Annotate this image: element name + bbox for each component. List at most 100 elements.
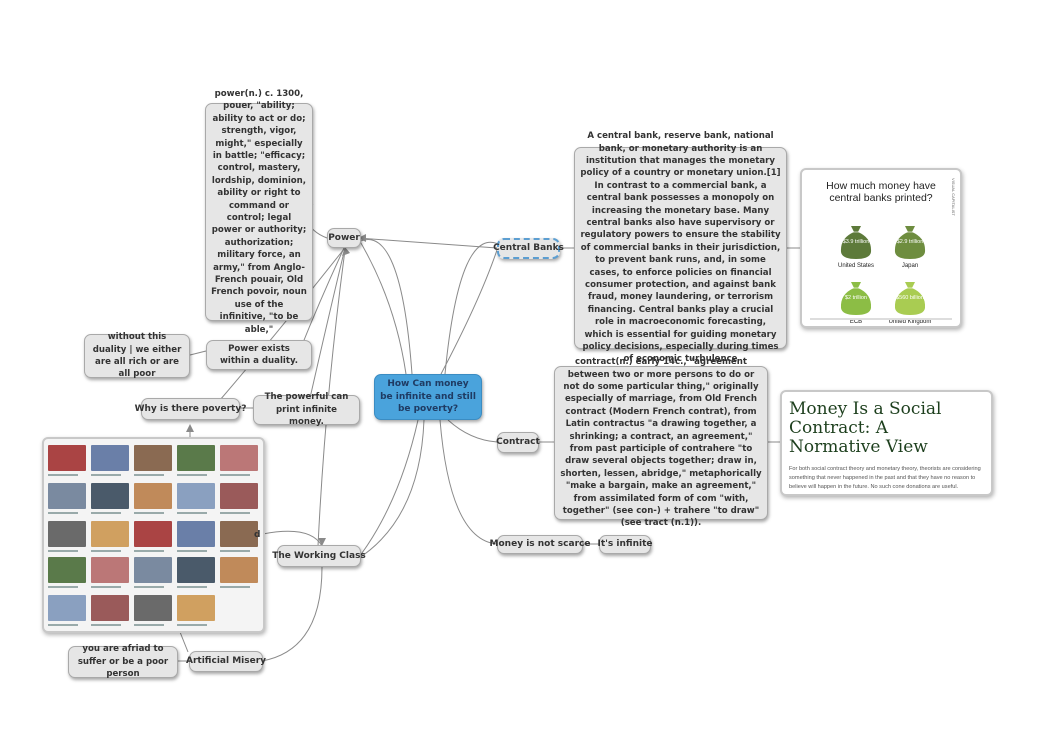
- collage-thumbnail-caption: [48, 624, 78, 626]
- link-central-power-loop: [351, 239, 413, 375]
- link-power-exists: [299, 247, 345, 351]
- bank-image-side-label: VISUAL CAPITALIST: [951, 178, 956, 216]
- link-centralbanks-power: [357, 237, 498, 249]
- collage-thumbnail-caption: [91, 512, 121, 514]
- collage-thumbnail-caption: [134, 550, 164, 552]
- node-duality-note[interactable]: without this duality | we either are all…: [84, 332, 190, 379]
- collage-thumbnail-caption: [220, 512, 250, 514]
- collage-thumbnail: [91, 557, 129, 583]
- money-bag-label: United Kingdom: [888, 319, 932, 325]
- collage-thumbnail-caption: [134, 586, 164, 588]
- link-central-centralbanks: [440, 249, 498, 375]
- node-power-exists[interactable]: Power exists within a duality.: [206, 340, 312, 370]
- collage-thumbnail-caption: [177, 474, 207, 476]
- collage-thumbnail-caption: [134, 512, 164, 514]
- collage-thumbnail: [48, 521, 86, 547]
- collage-thumbnail-caption: [91, 474, 121, 476]
- article-body: For both social contract theory and mone…: [789, 466, 981, 490]
- image-central-banks-printed[interactable]: How much money have central banks printe…: [800, 168, 962, 328]
- collage-thumbnail: [220, 521, 258, 547]
- link-why-to-power: [219, 248, 345, 401]
- collage-thumbnail-caption: [220, 550, 250, 552]
- collage-thumbnail: [48, 595, 86, 621]
- collage-thumbnail-caption: [48, 586, 78, 588]
- money-bag-icon: $2.9 trillion: [892, 222, 928, 260]
- collage-thumbnail-caption: [48, 474, 78, 476]
- link-central-working-loop: [355, 419, 425, 561]
- money-bag-label: Japan: [901, 263, 919, 269]
- collage-thumbnail: [177, 521, 215, 547]
- node-its-infinite[interactable]: It's infinite: [598, 535, 652, 554]
- link-central-centralbanks-loop: [444, 241, 503, 375]
- link-duality-note: [189, 350, 207, 356]
- node-money-not-scarce[interactable]: Money is not scarce: [490, 535, 590, 554]
- collage-thumbnail: [134, 445, 172, 471]
- money-bag-label: ECB: [849, 319, 863, 325]
- link-powerful-print: [309, 247, 346, 399]
- article-title: Money Is a Social Contract: A Normative …: [789, 399, 942, 457]
- money-bag-value: $2 trillion: [844, 295, 867, 301]
- bank-image-title: How much money have central banks printe…: [826, 180, 936, 204]
- node-central-banks-definition[interactable]: A central bank, reserve bank, national b…: [574, 131, 787, 364]
- collage-thumbnail-caption: [91, 624, 121, 626]
- link-artificial-working: [261, 566, 323, 662]
- collage-thumbnail: [134, 595, 172, 621]
- link-artificial-image: [179, 631, 189, 653]
- collage-thumbnail-caption: [134, 474, 164, 476]
- image-social-contract-article[interactable]: Money Is a Social Contract: A Normative …: [780, 390, 993, 496]
- collage-thumbnail: [177, 445, 215, 471]
- money-bag-value: $560 billion: [896, 295, 924, 301]
- node-artificial-misery[interactable]: Artificial Misery: [186, 651, 266, 672]
- money-bag-label: United States: [837, 263, 875, 269]
- node-working-class[interactable]: The Working Class: [272, 545, 366, 567]
- node-contract-definition[interactable]: contract(n.) early 14c., "agreement betw…: [554, 357, 768, 528]
- collage-thumbnail: [91, 483, 129, 509]
- collage-thumbnail-caption: [177, 550, 207, 552]
- collage-thumbnail: [48, 483, 86, 509]
- collage-thumbnail-caption: [177, 624, 207, 626]
- collage-thumbnail-caption: [48, 512, 78, 514]
- link-central-power: [357, 237, 407, 375]
- collage-thumbnail: [220, 445, 258, 471]
- collage-thumbnail: [48, 557, 86, 583]
- collage-thumbnail-caption: [134, 624, 164, 626]
- collage-thumbnail: [177, 557, 215, 583]
- collage-thumbnail-caption: [48, 550, 78, 552]
- collage-thumbnail: [177, 483, 215, 509]
- collage-thumbnail: [134, 521, 172, 547]
- collage-thumbnail: [134, 557, 172, 583]
- money-bag-icon: $560 billion: [892, 278, 928, 316]
- collage-thumbnail: [220, 557, 258, 583]
- link-central-contract: [447, 419, 498, 443]
- collage-thumbnail: [91, 595, 129, 621]
- collage-thumbnail: [177, 595, 215, 621]
- central-topic[interactable]: How Can money be infinite and still be p…: [374, 374, 482, 420]
- stray-label-d: d: [254, 530, 261, 540]
- node-contract[interactable]: Contract: [496, 432, 540, 453]
- link-d-working: [262, 530, 323, 547]
- collage-thumbnail: [91, 445, 129, 471]
- collage-thumbnail: [91, 521, 129, 547]
- node-why-poverty[interactable]: Why is there poverty?: [135, 398, 246, 420]
- collage-thumbnail-caption: [177, 586, 207, 588]
- central-topic-label: How Can money be infinite and still be p…: [380, 379, 476, 415]
- collage-thumbnail: [220, 483, 258, 509]
- node-powerful-print[interactable]: The powerful can print infinite money.: [253, 392, 360, 427]
- collage-thumbnail: [48, 445, 86, 471]
- node-central-banks[interactable]: Central Banks: [493, 238, 564, 259]
- collage-thumbnail-caption: [220, 586, 250, 588]
- collage-thumbnail-caption: [177, 512, 207, 514]
- money-bag-icon: $2 trillion: [838, 278, 874, 316]
- image-collage[interactable]: [42, 437, 265, 633]
- link-central-notscarce: [439, 419, 498, 545]
- collage-thumbnail-caption: [220, 474, 250, 476]
- node-power-definition[interactable]: power(n.) c. 1300, pouer, "ability; abil…: [205, 89, 313, 335]
- node-afraid-suffer[interactable]: you are afriad to suffer or be a poor pe…: [68, 644, 178, 679]
- collage-thumbnail-caption: [91, 550, 121, 552]
- bank-image-footnote: [810, 318, 952, 320]
- collage-thumbnail: [134, 483, 172, 509]
- money-bag-icon: $3.9 trillion: [838, 222, 874, 260]
- node-power[interactable]: Power: [327, 228, 361, 248]
- money-bag-value: $3.9 trillion: [842, 239, 870, 245]
- money-bag-value: $2.9 trillion: [896, 239, 924, 245]
